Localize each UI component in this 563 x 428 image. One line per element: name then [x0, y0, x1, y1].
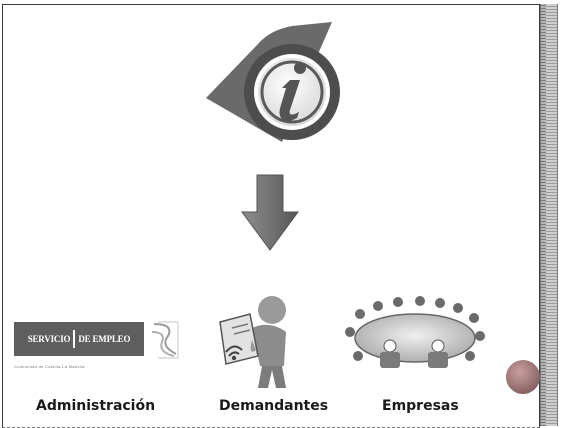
- nav-circle-button[interactable]: [506, 360, 540, 394]
- swirl-icon: [151, 321, 179, 359]
- label-demandantes[interactable]: Demandantes: [219, 398, 329, 414]
- label-administracion[interactable]: Administración: [36, 398, 156, 414]
- logo-subtitle: Comunidad de Castilla-La Mancha: [14, 364, 85, 369]
- logo-left-text: SERVICIO: [27, 334, 71, 344]
- scrollbar-track: [541, 4, 546, 426]
- scrollbar[interactable]: [540, 4, 558, 426]
- logo-right-text: DE EMPLEO: [78, 334, 131, 344]
- label-empresas[interactable]: Empresas: [382, 398, 459, 414]
- logo-band: SERVICIO DE EMPLEO: [14, 322, 144, 356]
- meeting-table-icon[interactable]: [340, 292, 490, 372]
- servicio-empleo-logo[interactable]: SERVICIO DE EMPLEO Comunidad de Castilla…: [14, 318, 184, 382]
- down-arrow-icon: [241, 174, 299, 251]
- info-icon: [206, 22, 340, 142]
- person-reading-icon[interactable]: [212, 292, 302, 392]
